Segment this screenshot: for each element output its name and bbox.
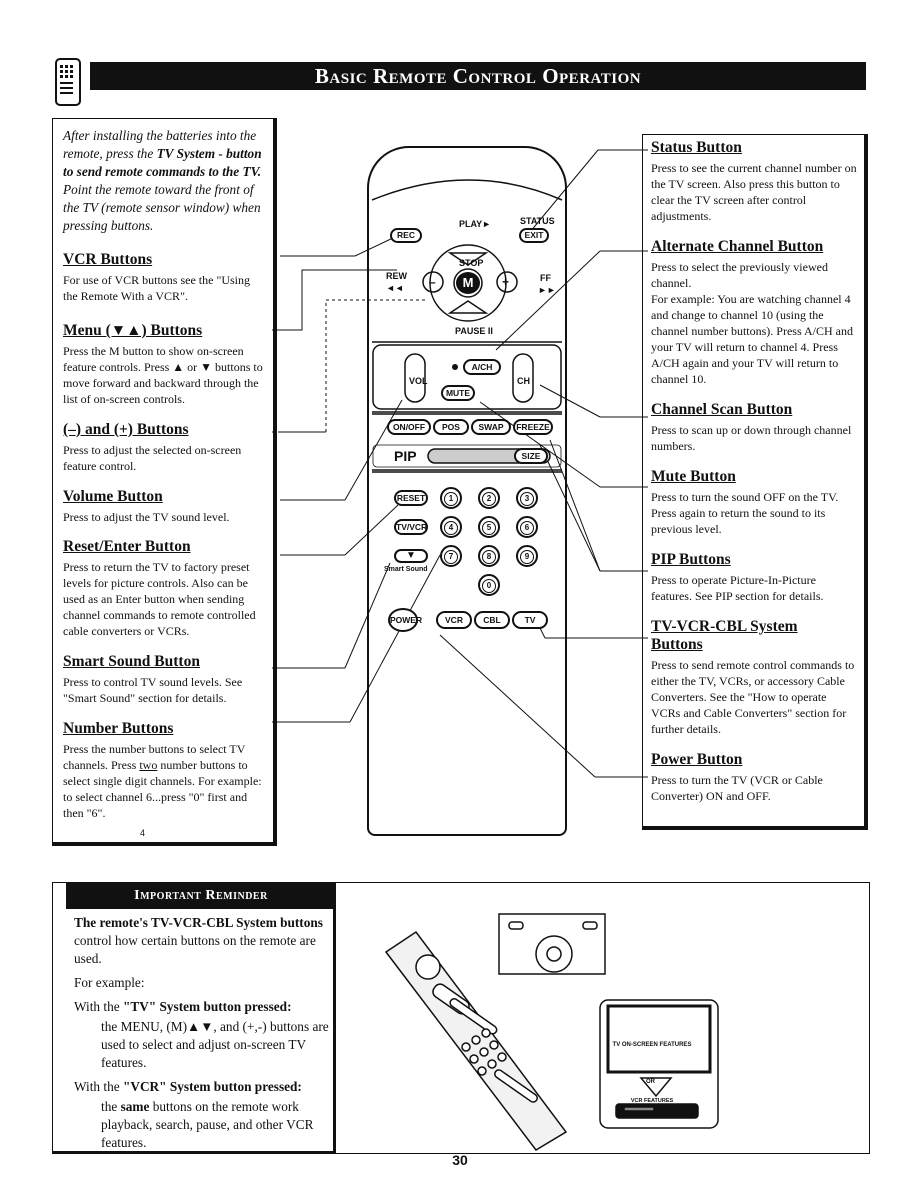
- mute-button[interactable]: MUTE: [441, 385, 475, 401]
- mute-button-text: Press to turn the sound OFF on the TV. P…: [651, 490, 839, 536]
- number-3-button[interactable]: 3: [516, 487, 538, 509]
- smart-sound-button[interactable]: ▼: [394, 549, 428, 563]
- rew-symbol: ◄◄: [386, 283, 404, 293]
- alternate-channel-text: Press to select the previously viewed ch…: [651, 260, 853, 386]
- number-0-button[interactable]: 0: [478, 574, 500, 596]
- number-buttons-heading: Number Buttons: [63, 720, 174, 737]
- number-4-button[interactable]: 4: [440, 516, 462, 538]
- number-6-button[interactable]: 6: [516, 516, 538, 538]
- reset-enter-text: Press to return the TV to factory preset…: [63, 560, 256, 638]
- remote-control-icon: [55, 58, 81, 106]
- system-buttons-text: Press to send remote control commands to…: [651, 658, 855, 736]
- reminder-text: The remote's TV-VCR-CBL System buttons c…: [74, 915, 329, 1150]
- reset-enter-heading: Reset/Enter Button: [63, 538, 191, 555]
- number-5-button[interactable]: 5: [478, 516, 500, 538]
- tv-vcr-button[interactable]: TV/VCR: [394, 519, 428, 535]
- tv-system-button[interactable]: TV: [512, 611, 548, 629]
- vcr-system-button[interactable]: VCR: [436, 611, 472, 629]
- cbl-system-button[interactable]: CBL: [474, 611, 510, 629]
- play-label: PLAY►: [459, 219, 492, 229]
- ch-label: CH: [517, 376, 530, 386]
- left-info-box: After installing the batteries into the …: [52, 118, 277, 846]
- pip-buttons-heading: PIP Buttons: [651, 551, 731, 568]
- pause-label: PAUSE II: [455, 326, 493, 336]
- vol-label: VOL: [409, 376, 428, 386]
- rec-button[interactable]: REC: [390, 228, 422, 243]
- or-label: OR: [646, 1079, 655, 1085]
- number-7-button[interactable]: 7: [440, 545, 462, 567]
- mute-button-heading: Mute Button: [651, 468, 736, 485]
- rew-label: REW: [386, 271, 407, 281]
- number-9-button[interactable]: 9: [516, 545, 538, 567]
- alternate-channel-heading: Alternate Channel Button: [651, 238, 824, 255]
- tv-onscreen-label: TV ON-SCREEN FEATURES: [612, 1042, 692, 1048]
- left-page-number: 4: [140, 828, 146, 838]
- ff-label: FF: [540, 273, 551, 283]
- size-button[interactable]: SIZE: [514, 448, 548, 464]
- minus-plus-text: Press to adjust the selected on-screen f…: [63, 443, 242, 473]
- reminder-box: [52, 882, 336, 1154]
- pip-buttons-text: Press to operate Picture-In-Picture feat…: [651, 573, 824, 603]
- minus-plus-heading: (–) and (+) Buttons: [63, 421, 189, 438]
- reset-button[interactable]: RESET: [394, 490, 428, 506]
- vcr-buttons-text: For use of VCR buttons see the "Using th…: [63, 273, 251, 303]
- status-button-heading: Status Button: [651, 139, 742, 156]
- exit-button[interactable]: EXIT: [519, 228, 549, 243]
- right-info-box: Status Button Press to see the current c…: [642, 134, 868, 830]
- swap-button[interactable]: SWAP: [471, 419, 511, 435]
- number-buttons-text: Press the number buttons to select TV ch…: [63, 742, 262, 820]
- illustration-frame: [336, 882, 870, 1154]
- vcr-buttons-heading: VCR Buttons: [63, 251, 153, 268]
- smart-sound-text: Press to control TV sound levels. See "S…: [63, 675, 243, 705]
- stop-label: STOP: [459, 258, 484, 268]
- pos-button[interactable]: POS: [433, 419, 469, 435]
- smart-sound-heading: Smart Sound Button: [63, 653, 200, 670]
- menu-m-button[interactable]: M: [456, 272, 480, 294]
- page-number: 30: [452, 1152, 468, 1168]
- minus-button[interactable]: –: [429, 275, 436, 289]
- pip-label: PIP: [394, 448, 417, 464]
- power-button[interactable]: POWER: [388, 608, 422, 632]
- remote-tv-illustration: [384, 913, 719, 1151]
- freeze-button[interactable]: FREEZE: [513, 419, 553, 435]
- channel-scan-text: Press to scan up or down through channel…: [651, 423, 852, 453]
- intro-text: After installing the batteries into the …: [63, 128, 262, 233]
- page-title: Basic Remote Control Operation: [90, 62, 866, 90]
- power-button-text: Press to turn the TV (VCR or Cable Conve…: [651, 773, 823, 803]
- power-button-heading: Power Button: [651, 751, 743, 768]
- number-2-button[interactable]: 2: [478, 487, 500, 509]
- status-label: STATUS: [520, 216, 555, 226]
- menu-buttons-text: Press the M button to show on-screen fea…: [63, 344, 263, 406]
- vcr-features-label: VCR FEATURES: [630, 1098, 674, 1104]
- alternate-channel-button[interactable]: A/CH: [463, 359, 501, 375]
- down-arrow-icon: ▼: [406, 550, 416, 561]
- system-buttons-heading: TV-VCR-CBL System Buttons: [651, 618, 798, 653]
- volume-heading: Volume Button: [63, 488, 163, 505]
- channel-scan-heading: Channel Scan Button: [651, 401, 793, 418]
- menu-buttons-heading: Menu (▼▲) Buttons: [63, 322, 203, 339]
- ff-symbol: ►►: [538, 285, 556, 295]
- plus-button[interactable]: +: [502, 275, 510, 289]
- number-8-button[interactable]: 8: [478, 545, 500, 567]
- status-button-text: Press to see the current channel number …: [651, 161, 857, 223]
- volume-text: Press to adjust the TV sound level.: [63, 510, 230, 524]
- on-off-button[interactable]: ON/OFF: [387, 419, 431, 435]
- smart-sound-label: Smart Sound: [384, 566, 428, 573]
- reminder-header: Important Reminder: [66, 883, 336, 909]
- number-1-button[interactable]: 1: [440, 487, 462, 509]
